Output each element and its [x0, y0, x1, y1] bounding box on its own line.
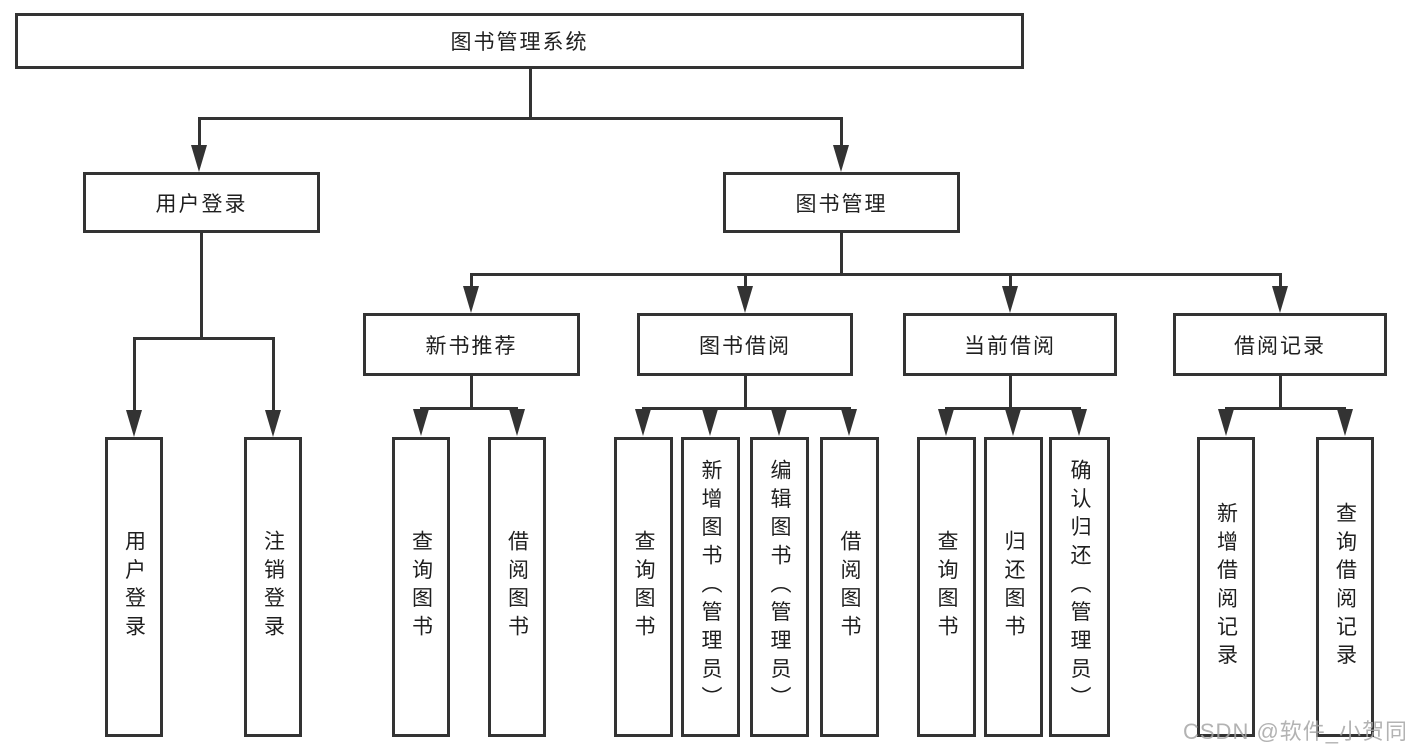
node-current-borrow: 当前借阅 [903, 313, 1117, 376]
connector-vline [1009, 273, 1012, 288]
connector-vline [744, 273, 747, 288]
connector-vline [470, 273, 473, 288]
arrow-down-icon [1071, 409, 1087, 436]
arrow-down-icon [635, 409, 651, 436]
arrow-down-icon [737, 286, 753, 313]
leaf-record-add: 新增借阅记录 [1197, 437, 1255, 737]
csdn-watermark: CSDN @软件_小贺同学 [1183, 719, 1405, 744]
arrow-down-icon [265, 410, 281, 437]
connector-hline [198, 117, 843, 120]
leaf-borrow-borrow-book: 借阅图书 [820, 437, 879, 737]
leaf-current-return-book: 归还图书 [984, 437, 1043, 737]
connector-vline [1009, 376, 1012, 408]
node-user-login: 用户登录 [83, 172, 320, 233]
connector-vline [133, 337, 136, 412]
connector-vline [840, 117, 843, 147]
leaf-logout: 注销登录 [244, 437, 302, 737]
leaf-user-login: 用户登录 [105, 437, 163, 737]
connector-vline [198, 117, 201, 147]
node-root-system: 图书管理系统 [15, 13, 1024, 69]
leaf-borrow-edit-book-admin: 编辑图书（管理员） [750, 437, 809, 737]
node-new-book-recommend: 新书推荐 [363, 313, 580, 376]
connector-vline [529, 69, 532, 117]
arrow-down-icon [413, 409, 429, 436]
leaf-current-confirm-return-admin: 确认归还（管理员） [1049, 437, 1110, 737]
arrow-down-icon [126, 410, 142, 437]
connector-hline [1225, 407, 1346, 410]
connector-vline [200, 233, 203, 338]
arrow-down-icon [1337, 409, 1353, 436]
connector-hline [420, 407, 518, 410]
node-borrow-record: 借阅记录 [1173, 313, 1387, 376]
arrow-down-icon [702, 409, 718, 436]
connector-vline [1279, 273, 1282, 288]
leaf-recommend-borrow-book: 借阅图书 [488, 437, 546, 737]
connector-vline [272, 337, 275, 412]
arrow-down-icon [833, 145, 849, 172]
arrow-down-icon [463, 286, 479, 313]
connector-vline [1279, 376, 1282, 408]
arrow-down-icon [771, 409, 787, 436]
connector-vline [840, 233, 843, 274]
leaf-current-query-book: 查询图书 [917, 437, 976, 737]
leaf-record-query: 查询借阅记录 [1316, 437, 1374, 737]
connector-hline [470, 273, 1281, 276]
connector-hline [642, 407, 851, 410]
connector-vline [470, 376, 473, 408]
arrow-down-icon [1218, 409, 1234, 436]
connector-hline [945, 407, 1081, 410]
connector-vline [744, 376, 747, 408]
arrow-down-icon [509, 409, 525, 436]
leaf-borrow-add-book-admin: 新增图书（管理员） [681, 437, 740, 737]
connector-hline [133, 337, 274, 340]
node-book-management: 图书管理 [723, 172, 960, 233]
node-book-borrow: 图书借阅 [637, 313, 853, 376]
leaf-borrow-query-book: 查询图书 [614, 437, 673, 737]
arrow-down-icon [938, 409, 954, 436]
arrow-down-icon [841, 409, 857, 436]
arrow-down-icon [1005, 409, 1021, 436]
arrow-down-icon [191, 145, 207, 172]
leaf-recommend-query-book: 查询图书 [392, 437, 450, 737]
arrow-down-icon [1002, 286, 1018, 313]
arrow-down-icon [1272, 286, 1288, 313]
